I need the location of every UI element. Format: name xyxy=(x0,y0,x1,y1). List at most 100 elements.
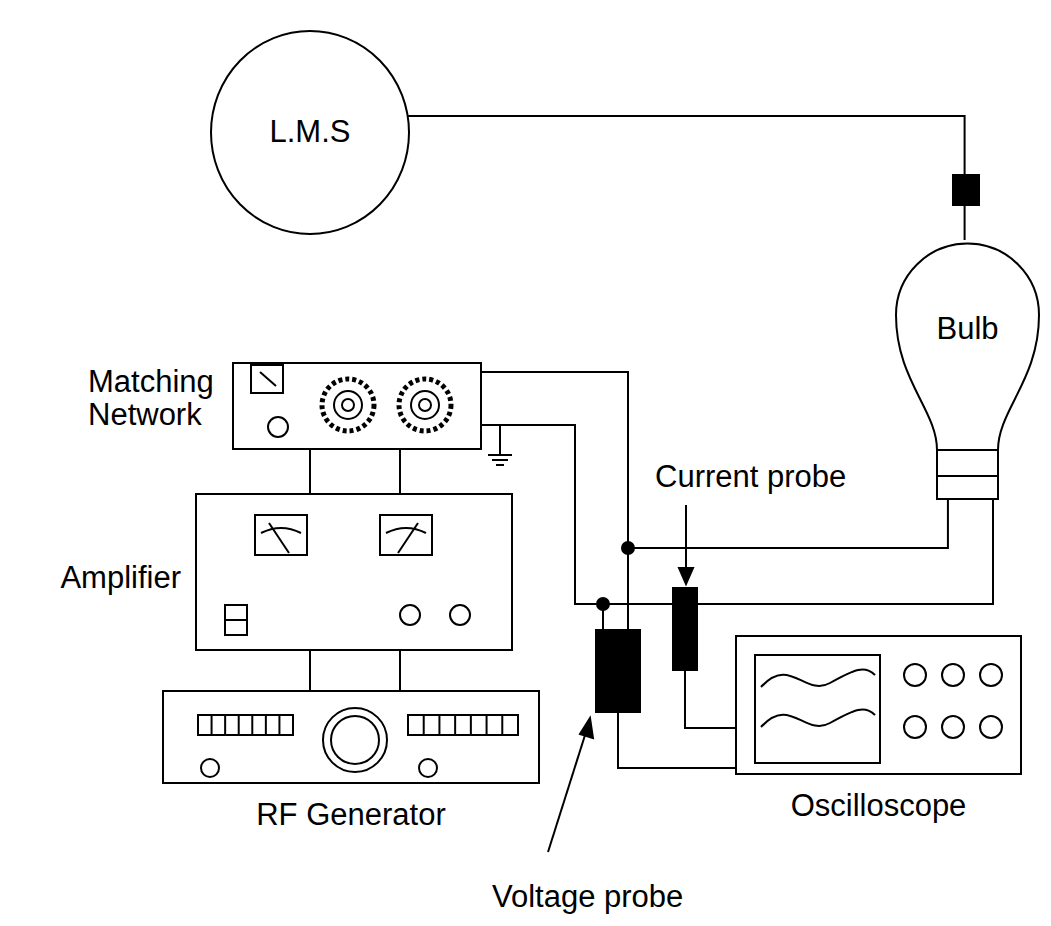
matching-network-outline xyxy=(232,362,482,450)
oscilloscope: Oscilloscope xyxy=(735,635,1022,775)
digit-divider xyxy=(278,715,280,735)
node-label: Matching Network xyxy=(88,366,218,431)
bulb-base xyxy=(937,450,998,499)
dial xyxy=(323,708,387,772)
junction-dot xyxy=(622,542,634,554)
digit-display xyxy=(198,715,293,735)
ground-symbol xyxy=(492,459,508,461)
ground-symbol xyxy=(488,454,512,456)
panel xyxy=(233,363,481,449)
meter-scale xyxy=(261,528,301,533)
knob xyxy=(400,605,420,625)
gear-knob xyxy=(411,391,439,419)
digit-divider xyxy=(454,715,456,735)
bulb: Bulb xyxy=(895,240,1040,500)
node-label: Current probe xyxy=(655,460,846,494)
digit-display xyxy=(408,715,518,735)
digit-divider xyxy=(501,715,503,735)
knob xyxy=(268,417,288,437)
node-label: Bulb xyxy=(895,312,1040,346)
meter xyxy=(251,365,283,393)
sensor-head xyxy=(953,175,979,205)
junction-dot xyxy=(597,598,609,610)
node-label: RF Generator xyxy=(162,798,540,832)
knob xyxy=(942,716,964,738)
amplifier-outline xyxy=(195,493,513,651)
switch xyxy=(225,605,247,635)
arrow-head xyxy=(679,568,693,584)
wire xyxy=(399,450,401,493)
node-label: Voltage probe xyxy=(492,880,683,914)
gear-knob xyxy=(334,391,362,419)
panel xyxy=(163,691,539,783)
panel xyxy=(196,494,512,650)
knob xyxy=(904,716,926,738)
panel-details xyxy=(225,515,470,635)
amplifier: Amplifier xyxy=(195,493,513,651)
lms-circle: L.M.S xyxy=(210,30,410,235)
panel xyxy=(736,636,1021,774)
rf-generator: RF Generator xyxy=(162,690,540,784)
knob xyxy=(450,605,470,625)
meter-scale xyxy=(386,528,426,533)
digit-divider xyxy=(486,715,488,735)
digit-divider xyxy=(470,715,472,735)
knob xyxy=(904,664,926,686)
gear-knob xyxy=(399,379,451,431)
digit-divider xyxy=(423,715,425,735)
meter xyxy=(380,515,432,555)
gear-knob xyxy=(342,399,354,411)
knob xyxy=(980,716,1002,738)
wire xyxy=(408,116,965,240)
probe-lead xyxy=(627,548,629,630)
meter-needle xyxy=(398,523,418,553)
current-probe: Current probe xyxy=(673,588,697,670)
ground-wire xyxy=(482,425,500,455)
voltage-probe-outline xyxy=(596,630,640,712)
panel-details xyxy=(198,708,518,777)
node-label: Amplifier xyxy=(60,561,181,595)
wire xyxy=(685,670,735,728)
gear-knob xyxy=(419,399,431,411)
meter xyxy=(255,515,307,555)
wire xyxy=(399,651,401,690)
bulb-base-band xyxy=(937,475,998,477)
trace xyxy=(761,669,875,687)
wire xyxy=(309,450,311,493)
wire xyxy=(309,651,311,690)
probe-body xyxy=(596,630,640,712)
leader-arrow xyxy=(548,732,586,852)
probe-body xyxy=(673,588,697,670)
meter-needle xyxy=(260,372,276,386)
matching-network: Matching Network xyxy=(232,362,482,450)
leader-arrow xyxy=(685,505,687,572)
knob xyxy=(942,664,964,686)
arrow-head xyxy=(580,718,593,738)
node-label: L.M.S xyxy=(210,115,410,149)
screen xyxy=(755,655,880,763)
digit-divider xyxy=(265,715,267,735)
oscilloscope-outline xyxy=(735,635,1022,775)
digit-divider xyxy=(211,715,213,735)
gear-knob xyxy=(322,379,374,431)
switch xyxy=(225,619,247,621)
panel-details xyxy=(251,365,451,437)
knob xyxy=(419,759,437,777)
wire xyxy=(482,372,948,548)
knob xyxy=(201,759,219,777)
trace xyxy=(761,709,875,727)
digit-divider xyxy=(438,715,440,735)
bulb-glass xyxy=(896,244,1039,451)
panel-details xyxy=(755,655,1002,763)
digit-divider xyxy=(238,715,240,735)
circle-outline xyxy=(211,31,409,234)
dial xyxy=(331,716,379,764)
voltage-probe: Voltage probe xyxy=(596,630,640,712)
wire xyxy=(618,712,735,768)
digit-divider xyxy=(224,715,226,735)
rf-generator-outline xyxy=(162,690,540,784)
knob xyxy=(980,664,1002,686)
node-label: Oscilloscope xyxy=(735,789,1022,823)
